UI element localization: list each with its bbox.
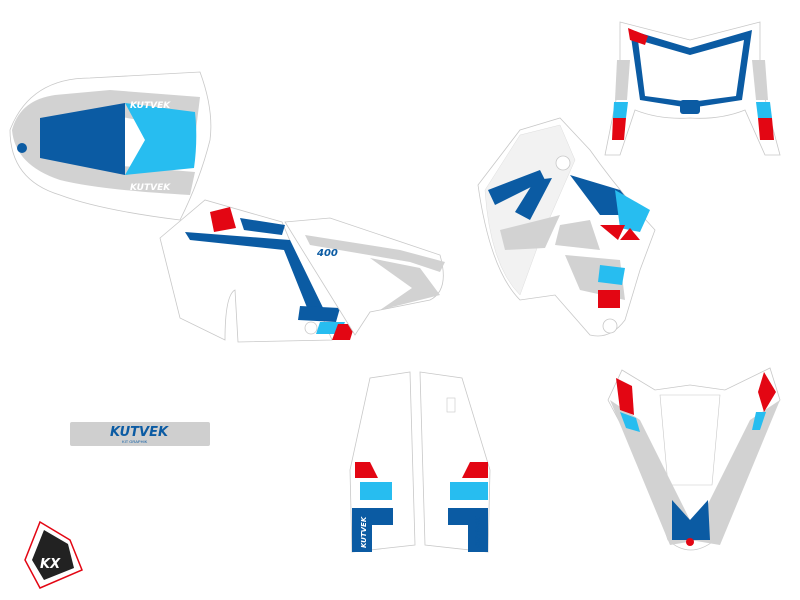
kutvek-badge-icon bbox=[17, 143, 27, 153]
right-side-panel-decal: 400 bbox=[284, 217, 445, 336]
seat-logo-top: KUTVEK bbox=[130, 101, 171, 111]
logo-strip-decal: KUTVEK KIT GRAPHIK bbox=[70, 422, 210, 446]
logo-strip-text: KUTVEK bbox=[110, 425, 169, 440]
fork-logo-left: KUTVEK bbox=[360, 516, 368, 548]
logo-strip-subtext: KIT GRAPHIK bbox=[122, 439, 148, 444]
fender-badge-icon bbox=[686, 538, 694, 546]
rear-fender-decal: KUTVEK KUTVEK bbox=[9, 71, 212, 221]
front-fender-decal bbox=[607, 367, 781, 551]
shroud-badge-icon bbox=[598, 290, 620, 308]
left-side-panel-decal bbox=[159, 199, 355, 343]
fork-logo-right: KUTVEK bbox=[474, 516, 482, 548]
kutvek-brand-logo: KX bbox=[24, 520, 83, 589]
headlight-mask-decal bbox=[604, 21, 781, 156]
seat-logo-bottom: KUTVEK bbox=[130, 183, 171, 193]
side-panel-number: 400 bbox=[316, 248, 338, 259]
fork-guard-left-decal: KUTVEK bbox=[349, 371, 416, 553]
fork-guard-right-decal: KUTVEK bbox=[419, 371, 491, 553]
radiator-shroud-decal bbox=[477, 117, 656, 337]
svg-text:KX: KX bbox=[40, 557, 61, 572]
headlight-badge-icon bbox=[680, 100, 700, 114]
